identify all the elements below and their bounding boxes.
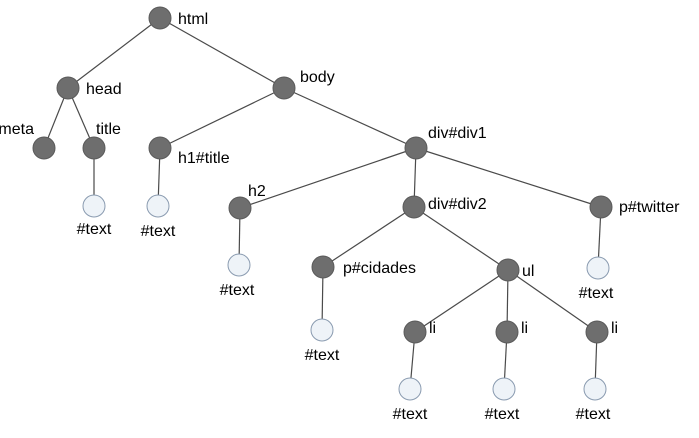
node-label-li3-text: #text [576, 406, 611, 423]
element-node-title [82, 136, 106, 160]
node-label-li2-text: #text [485, 406, 520, 423]
element-node-twitter [589, 195, 613, 219]
node-label-li1: li [429, 320, 436, 337]
element-node-h2 [228, 196, 252, 220]
element-node-body [272, 76, 296, 100]
node-label-h1: h1#title [178, 150, 230, 167]
element-node-li2 [495, 320, 519, 344]
edge-div1-twitter [415, 147, 602, 208]
node-label-twitter-text: #text [579, 285, 614, 302]
element-node-li3 [585, 320, 609, 344]
edge-body-div1 [283, 87, 417, 149]
edge-div2-cidades [322, 206, 415, 268]
edge-ul-li3 [507, 269, 598, 333]
node-label-div1: div#div1 [428, 125, 487, 142]
text-node-title-text [82, 194, 106, 218]
node-label-li1-text: #text [393, 406, 428, 423]
node-label-h1-text: #text [141, 223, 176, 240]
text-node-li3-text [583, 377, 607, 401]
edge-ul-li1 [414, 269, 509, 333]
element-node-div2 [402, 195, 426, 219]
node-label-div2: div#div2 [428, 196, 487, 213]
node-label-li2: li [521, 320, 528, 337]
node-label-title-text: #text [77, 221, 112, 238]
node-label-h2: h2 [248, 183, 266, 200]
edge-html-body [159, 17, 285, 89]
edge-div2-ul [413, 206, 509, 271]
node-label-h2-text: #text [220, 282, 255, 299]
text-node-li1-text [398, 377, 422, 401]
text-node-twitter-text [586, 256, 610, 280]
element-node-li1 [403, 320, 427, 344]
edge-body-h1 [159, 87, 285, 149]
element-node-div1 [404, 136, 428, 160]
node-label-meta: meta [0, 121, 34, 138]
element-node-html [148, 6, 172, 30]
text-node-li2-text [492, 377, 516, 401]
text-node-h2-text [227, 253, 251, 277]
node-label-ul: ul [522, 263, 534, 280]
labels-layer: html head body meta title #text h1#title #text d… [0, 11, 680, 423]
text-node-cidades-text [310, 318, 334, 342]
element-node-cidades [311, 255, 335, 279]
node-label-head: head [86, 81, 122, 98]
node-label-li3: li [611, 320, 618, 337]
nodes-layer [32, 6, 613, 401]
node-label-body: body [300, 69, 335, 86]
element-node-ul [496, 258, 520, 282]
edge-div1-h2 [239, 147, 417, 209]
element-node-h1 [148, 136, 172, 160]
text-node-h1-text [146, 194, 170, 218]
node-label-cidades: p#cidades [343, 260, 416, 277]
element-node-head [56, 76, 80, 100]
node-label-html: html [178, 11, 208, 28]
element-node-meta [32, 136, 56, 160]
node-label-twitter: p#twitter [619, 199, 680, 216]
node-label-cidades-text: #text [305, 347, 340, 364]
node-label-title: title [96, 121, 121, 138]
edge-html-head [67, 17, 161, 89]
